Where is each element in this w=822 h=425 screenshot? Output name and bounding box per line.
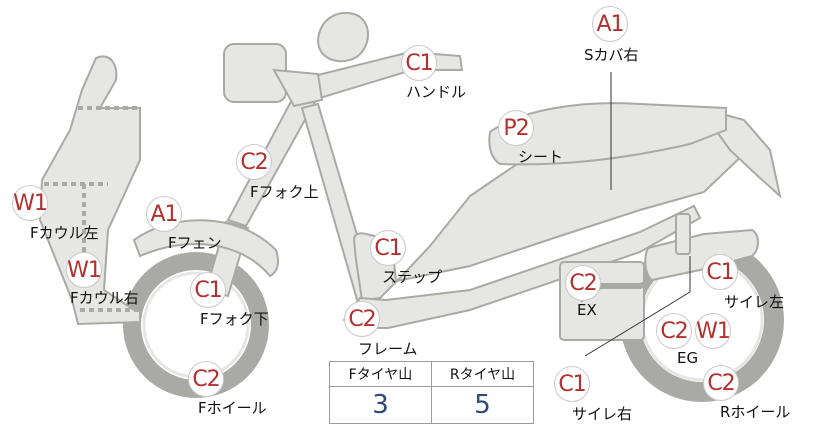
callout-badge: C2 — [565, 265, 601, 301]
callout-label: EG — [677, 349, 699, 367]
callout-label: サイレ左 — [724, 293, 785, 311]
tire-table-value-row: 3 5 — [329, 386, 534, 424]
callout-label: EX — [577, 301, 597, 319]
callout-badge: A1 — [146, 196, 182, 232]
seat — [488, 102, 727, 166]
callout-label: Fフェン — [168, 234, 222, 252]
callout-badge: W1 — [12, 185, 48, 221]
callout-label: Fカウル右 — [70, 289, 139, 307]
callout-label: Fフォク下 — [200, 310, 269, 328]
tire-table-header-row: Fタイヤ山 Rタイヤ山 — [329, 361, 534, 387]
callout-label: ステップ — [382, 268, 443, 286]
callout-badge: C2 — [236, 144, 272, 180]
callout-badge: W1 — [66, 252, 102, 288]
callout-label: フレーム — [358, 340, 418, 358]
front-tire-value: 3 — [329, 386, 432, 424]
callout-badge: C2 — [656, 313, 692, 349]
callout-label: Fホイール — [198, 399, 267, 417]
callout-badge: C1 — [702, 254, 738, 290]
front-fender — [132, 219, 279, 278]
rear-tire-value: 5 — [431, 386, 534, 424]
callout-badge: C1 — [370, 230, 406, 266]
rear-shock — [675, 213, 691, 255]
callout-badge: P2 — [498, 110, 534, 146]
rear-tire-header: Rタイヤ山 — [431, 361, 534, 387]
callout-badge: A1 — [592, 6, 628, 42]
callout-badge: C1 — [554, 366, 590, 402]
callout-label: Fカウル左 — [30, 224, 99, 242]
front-cowl — [38, 55, 141, 326]
callout-label: Sカバ右 — [584, 46, 639, 64]
callout-badge: C2 — [188, 361, 224, 397]
steering-head — [272, 68, 324, 108]
front-tire-header: Fタイヤ山 — [329, 361, 432, 387]
callout-label: Rホイール — [720, 403, 791, 421]
callout-badge: C1 — [401, 45, 437, 81]
callout-label: サイレ右 — [572, 405, 633, 423]
callout-badge: W1 — [695, 313, 731, 349]
callout-badge: C1 — [190, 272, 226, 308]
callout-label: ハンドル — [406, 83, 467, 101]
callout-badge: C2 — [344, 301, 380, 337]
pointer-line-engine — [584, 291, 691, 357]
cowl-seam-dashes — [44, 106, 140, 312]
muffler — [644, 228, 759, 282]
callout-badge: C2 — [703, 365, 739, 401]
callout-label: Fフォク上 — [250, 183, 319, 201]
callout-label: シート — [518, 148, 564, 166]
mirror — [316, 12, 369, 63]
tire-tread-table: Fタイヤ山 Rタイヤ山 3 5 — [329, 361, 534, 424]
